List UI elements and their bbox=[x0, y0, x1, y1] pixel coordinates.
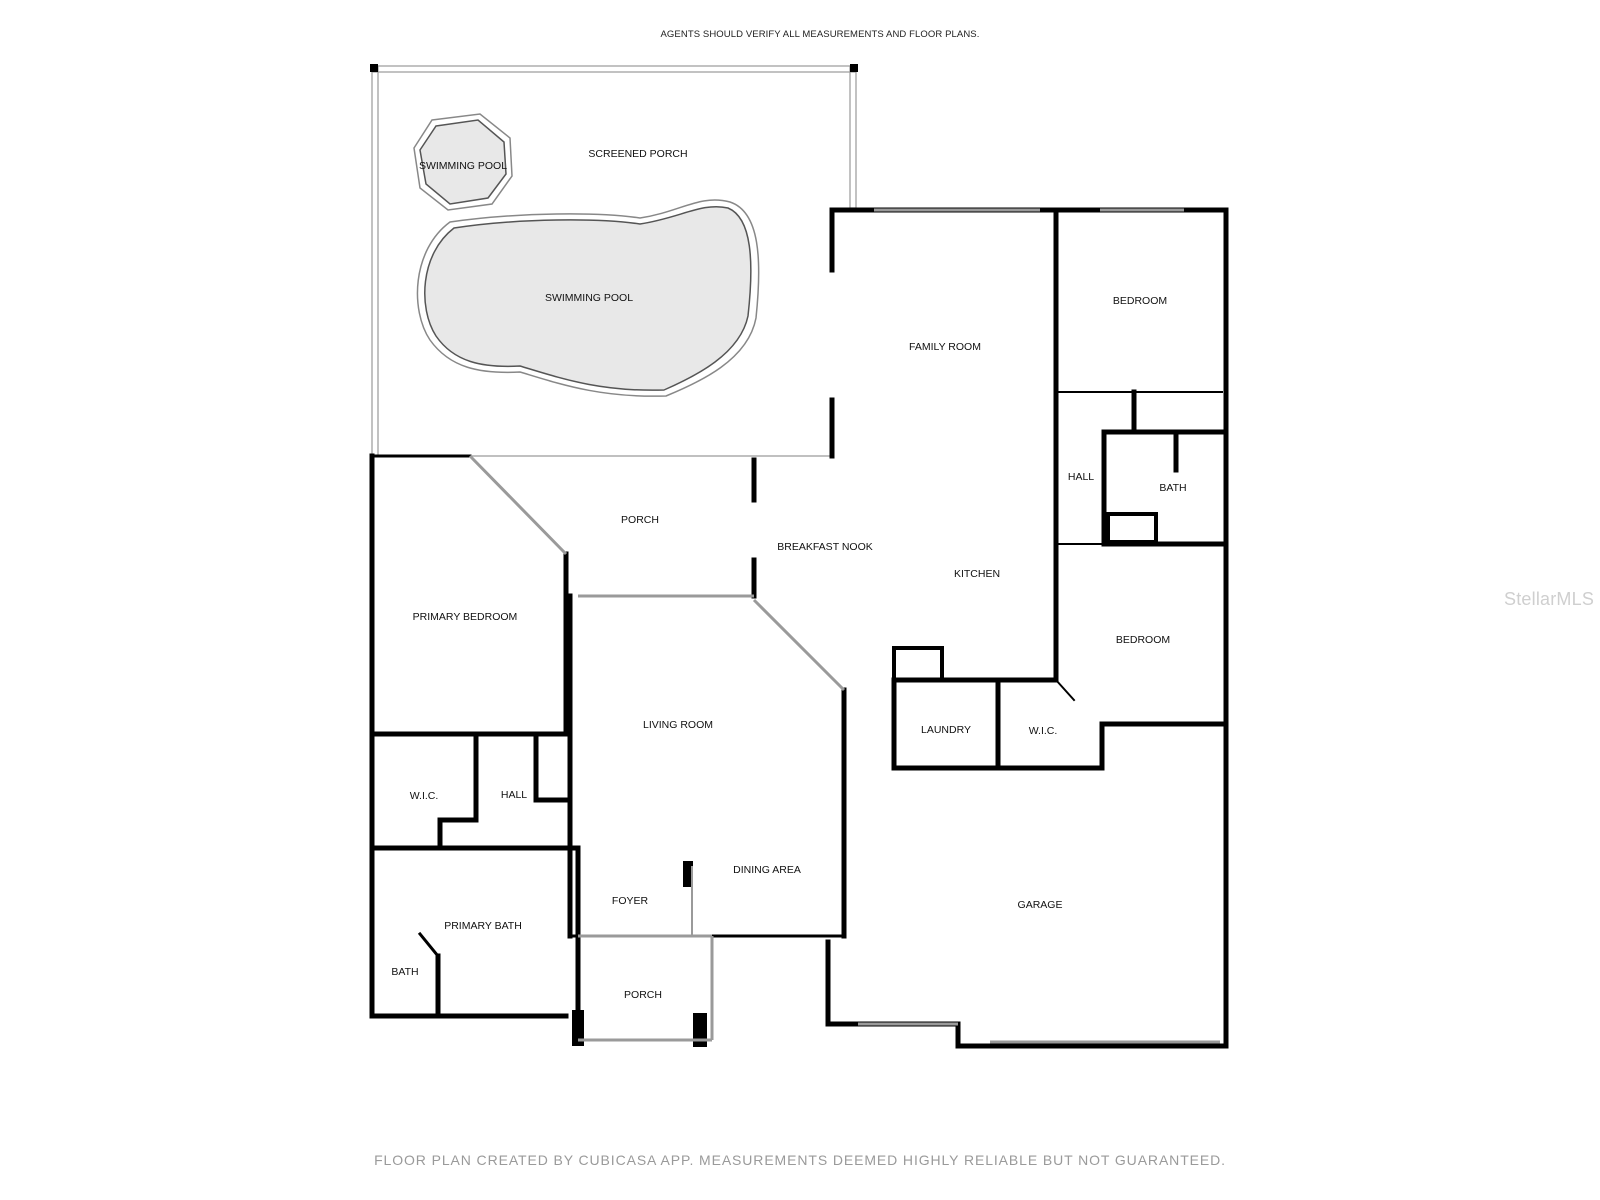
label-kitchen: KITCHEN bbox=[954, 568, 1000, 580]
stellarmls-watermark: StellarMLS bbox=[1504, 589, 1595, 609]
label-wic-east: W.I.C. bbox=[1029, 725, 1058, 737]
label-living-room: LIVING ROOM bbox=[643, 719, 713, 731]
label-family-room: FAMILY ROOM bbox=[909, 341, 981, 353]
label-wic-primary: W.I.C. bbox=[410, 790, 439, 802]
label-porch-rear: PORCH bbox=[621, 514, 659, 526]
label-primary-bedroom: PRIMARY BEDROOM bbox=[413, 611, 518, 623]
label-garage: GARAGE bbox=[1018, 899, 1063, 911]
plan-disclaimer-footer: FLOOR PLAN CREATED BY CUBICASA APP. MEAS… bbox=[374, 1152, 1226, 1168]
screen-posts bbox=[370, 64, 858, 72]
angled-partitions bbox=[468, 208, 1220, 1044]
label-swimming-pool-large: SWIMMING POOL bbox=[545, 292, 633, 304]
label-bath-east: BATH bbox=[1159, 482, 1186, 494]
large-swimming-pool bbox=[416, 199, 760, 397]
label-primary-bath: PRIMARY BATH bbox=[444, 920, 522, 932]
label-dining-area: DINING AREA bbox=[733, 864, 801, 876]
label-foyer: FOYER bbox=[612, 895, 649, 907]
label-screened-porch: SCREENED PORCH bbox=[588, 148, 687, 160]
label-breakfast-nook: BREAKFAST NOOK bbox=[777, 541, 873, 553]
plan-disclaimer-header: AGENTS SHOULD VERIFY ALL MEASUREMENTS AN… bbox=[660, 29, 980, 40]
label-hall-east: HALL bbox=[1068, 471, 1094, 483]
small-swimming-pool bbox=[413, 113, 513, 211]
label-swimming-pool-small: SWIMMING POOL bbox=[419, 160, 507, 172]
label-bedroom-east: BEDROOM bbox=[1116, 634, 1170, 646]
room-labels: SCREENED PORCH SWIMMING POOL SWIMMING PO… bbox=[391, 148, 1186, 1001]
label-bedroom-north: BEDROOM bbox=[1113, 295, 1167, 307]
label-laundry: LAUNDRY bbox=[921, 724, 971, 736]
label-hall-primary: HALL bbox=[501, 789, 527, 801]
label-porch-front: PORCH bbox=[624, 989, 662, 1001]
label-bath-primary: BATH bbox=[391, 966, 418, 978]
